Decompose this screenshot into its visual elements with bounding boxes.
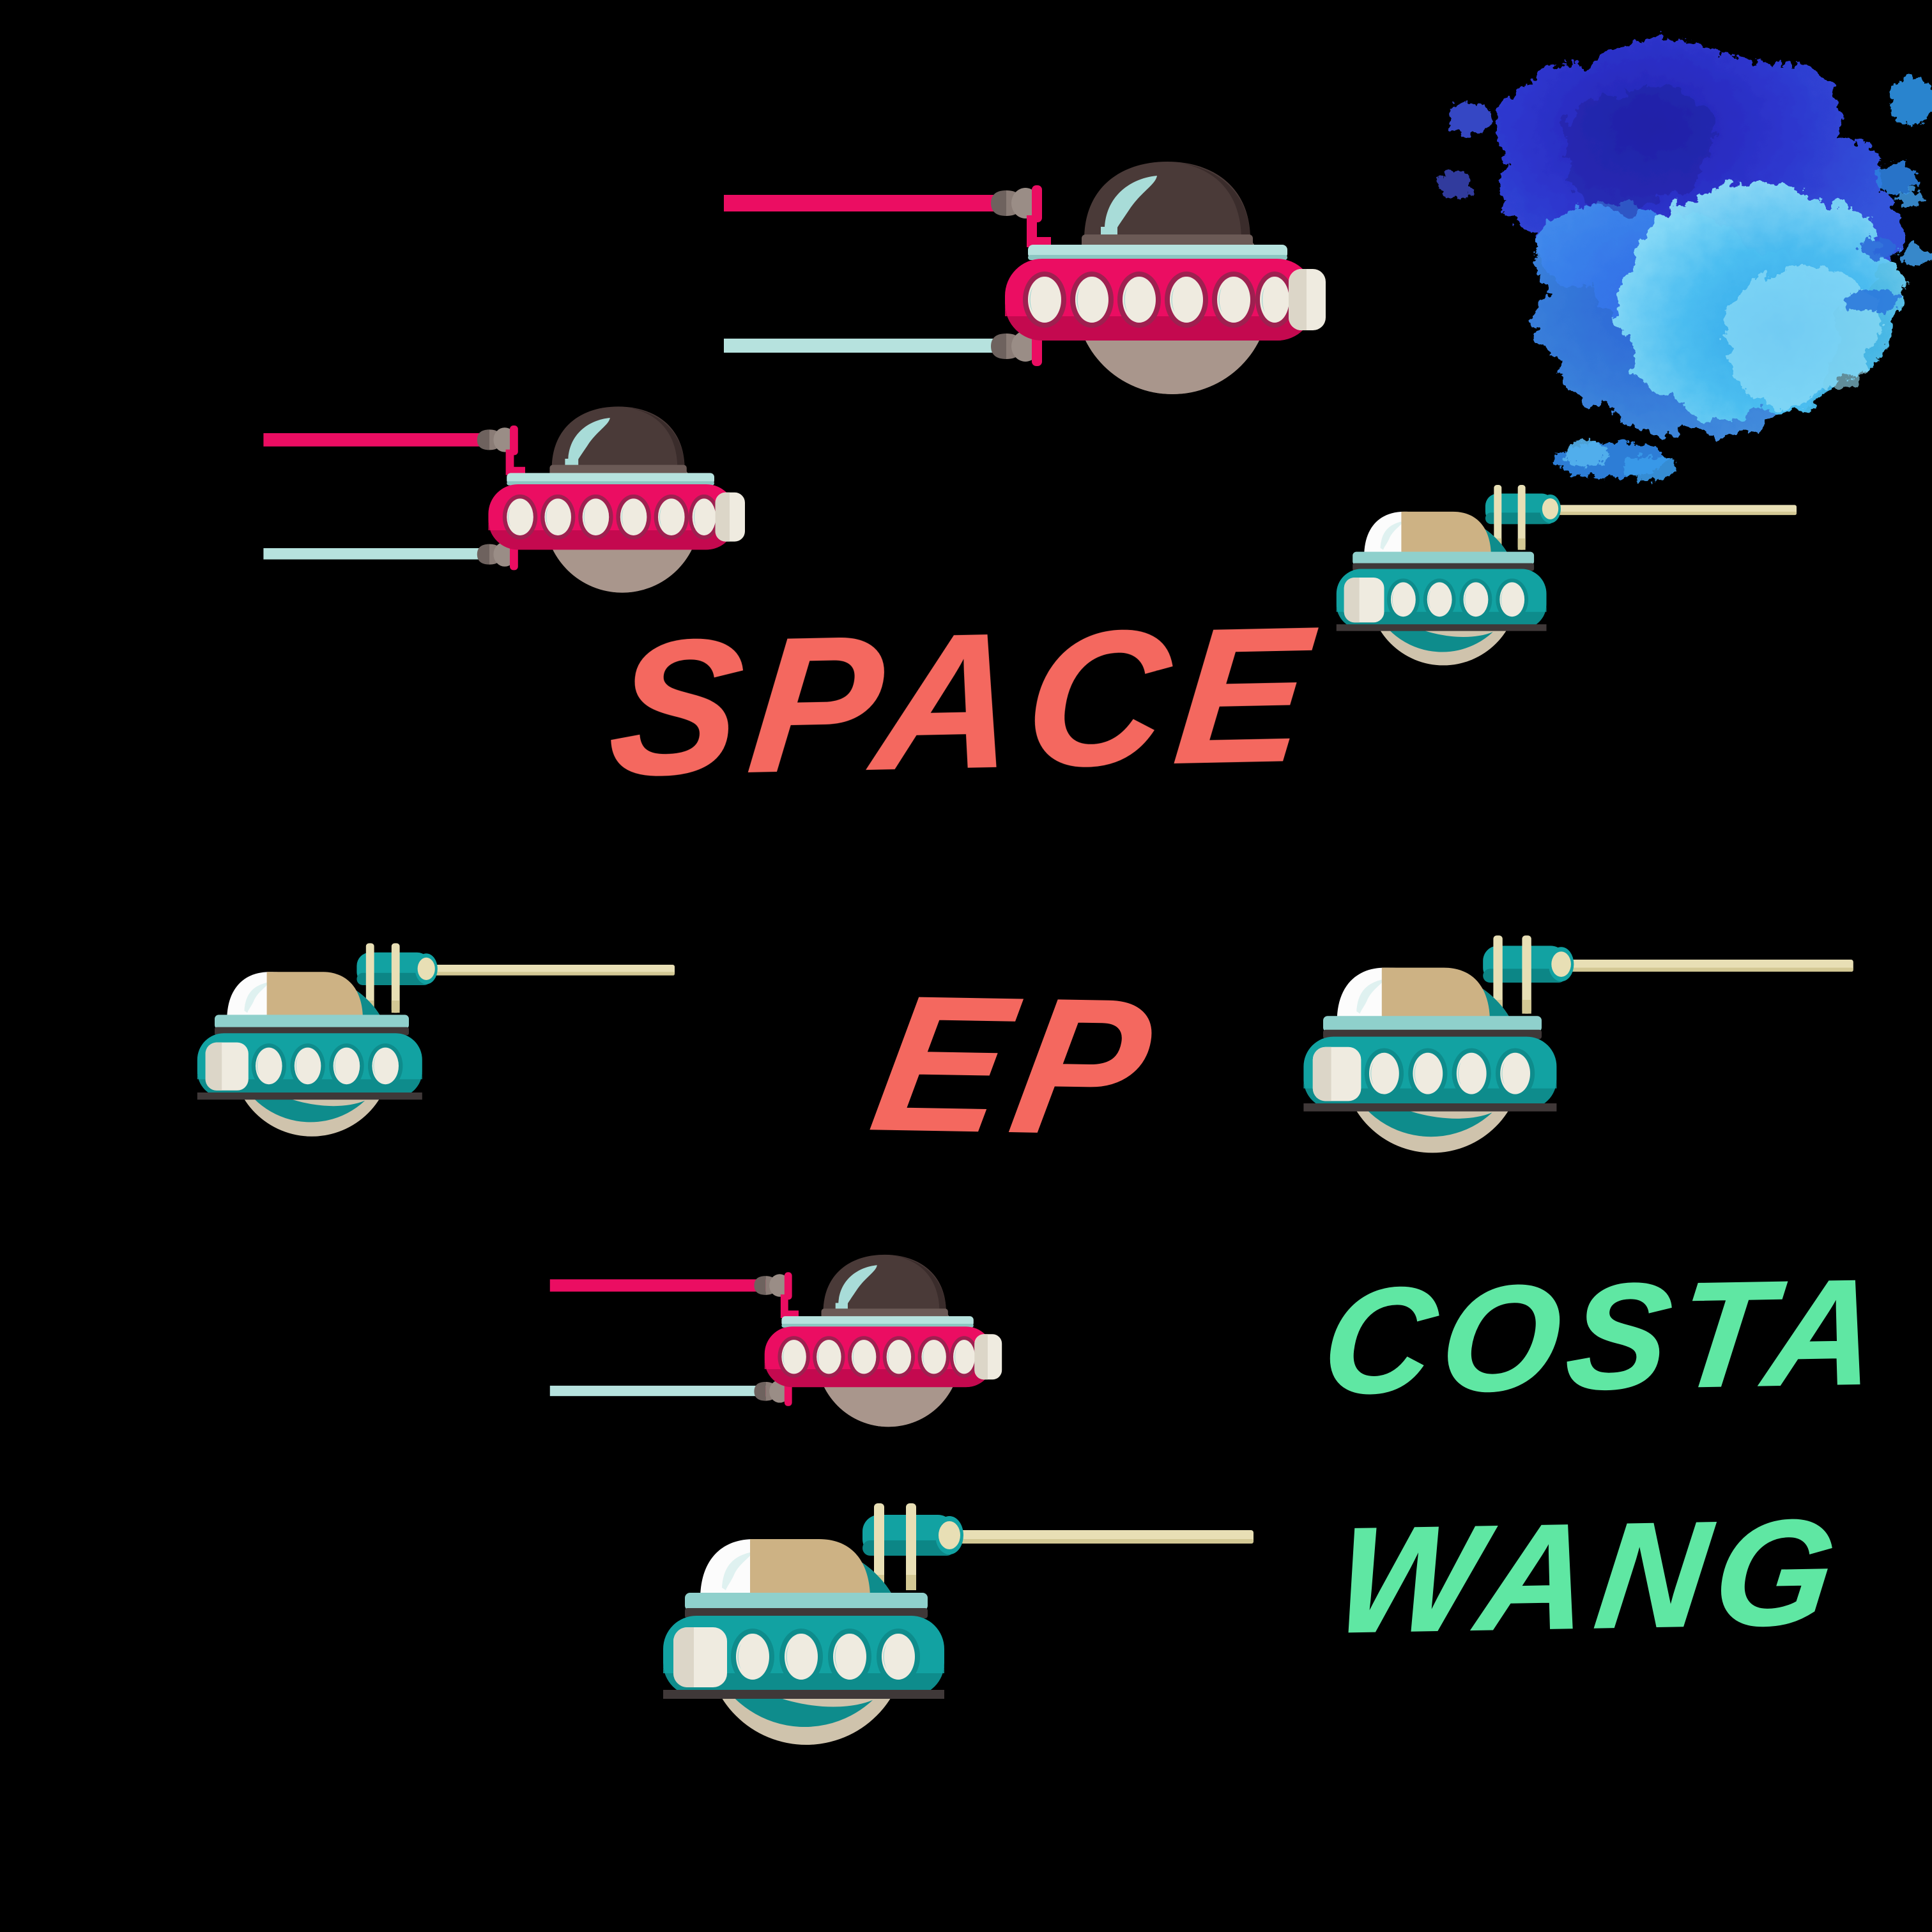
- pink-ufo-left[interactable]: [249, 402, 750, 607]
- beam-top-pink: [263, 433, 509, 447]
- ship-strip: [685, 1593, 928, 1618]
- gun-barrel: [953, 1530, 1254, 1544]
- album-title-line1: SPACE: [601, 586, 1330, 816]
- ship-windows: [1312, 1046, 1535, 1101]
- ship-dome: [227, 972, 363, 1020]
- gun-turret: [1483, 935, 1574, 1014]
- beam-top-pink: [724, 195, 1005, 211]
- teal-ship-bottom[interactable]: [615, 1492, 1279, 1747]
- beam-bottom-lightblue: [724, 339, 1005, 353]
- ufo-strip: [1028, 245, 1287, 260]
- pink-ufo-bottom[interactable]: [543, 1251, 1007, 1440]
- teal-ship-upper-right[interactable]: [1300, 476, 1797, 668]
- ufo-body: [764, 1326, 1002, 1388]
- ufo-dome: [549, 406, 687, 477]
- teal-ship-left[interactable]: [158, 934, 690, 1138]
- ship-windows: [1344, 577, 1529, 623]
- ship-dome: [1364, 511, 1491, 557]
- artist-name-line2: WANG: [1327, 1487, 1853, 1665]
- artist-name-line1: COSTA: [1314, 1246, 1897, 1425]
- ufo-windows: [778, 1334, 1002, 1380]
- gun-barrel: [1552, 505, 1797, 516]
- ufo-dome: [1082, 162, 1253, 249]
- ship-body: [197, 1033, 422, 1100]
- ufo-dome: [821, 1254, 948, 1319]
- ship-dome: [700, 1539, 870, 1599]
- ship-strip: [1323, 1016, 1542, 1039]
- gun-barrel: [429, 965, 675, 976]
- ufo-body: [488, 484, 745, 550]
- beam-top-pink: [549, 1279, 784, 1292]
- mast-upper: [991, 185, 1051, 247]
- gun-turret: [862, 1503, 963, 1590]
- ship-windows: [673, 1627, 920, 1687]
- ufo-body: [1005, 259, 1326, 341]
- splash-droplets: [1439, 77, 1932, 480]
- mast-upper: [477, 425, 525, 475]
- ship-body: [663, 1616, 944, 1699]
- splash-main-body: [1496, 38, 1904, 437]
- ship-strip: [215, 1015, 409, 1036]
- ufo-strip: [781, 1316, 974, 1328]
- ship-dome: [1337, 967, 1490, 1022]
- ship-body: [1336, 569, 1547, 631]
- gun-turret: [1485, 485, 1561, 550]
- ufo-windows: [1023, 269, 1326, 330]
- ufo-windows: [502, 492, 745, 542]
- mast-upper: [754, 1272, 799, 1319]
- gun-barrel: [1565, 960, 1853, 972]
- beam-bottom-lightblue: [263, 548, 509, 560]
- beam-bottom-lightblue: [549, 1385, 784, 1397]
- ufo-strip: [507, 473, 714, 486]
- watercolor-splash: [1425, 6, 1932, 492]
- ship-body: [1303, 1036, 1557, 1112]
- ship-strip: [1353, 551, 1535, 571]
- teal-ship-right[interactable]: [1260, 925, 1858, 1155]
- ship-windows: [205, 1042, 403, 1091]
- album-title-line2: EP: [859, 954, 1176, 1176]
- pink-ufo-top[interactable]: [706, 157, 1332, 412]
